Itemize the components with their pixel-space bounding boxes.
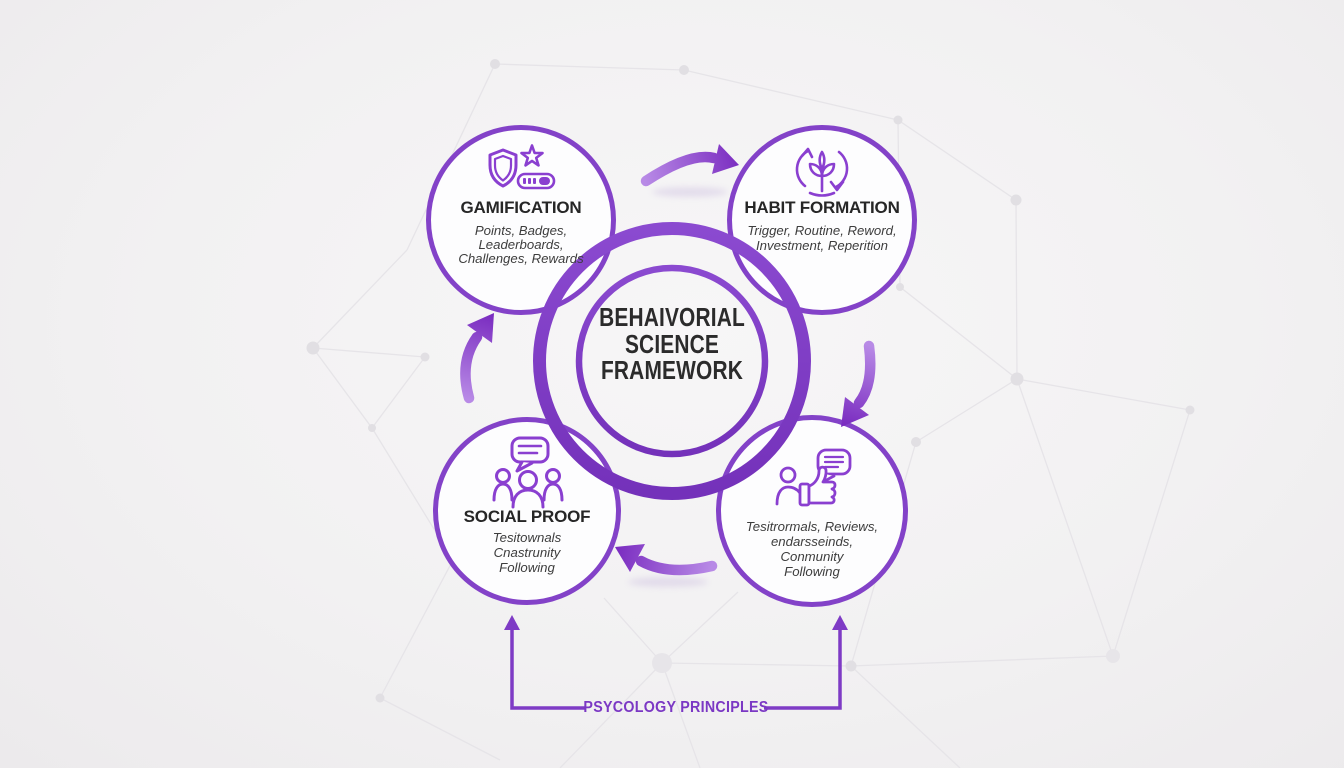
flow-arrow-bottom	[615, 544, 718, 576]
center-title-line: FRAMEWORK	[600, 357, 744, 385]
habit-formation-title: HABIT FORMATION	[744, 198, 900, 217]
background-network-mesh	[312, 63, 1191, 768]
testimonials-detail-line: Following	[784, 564, 840, 579]
gamification-circle	[426, 125, 616, 315]
growth-cycle-icon	[795, 147, 849, 197]
gamification-detail-line: Leaderboards,	[478, 236, 564, 252]
habit-formation-detail-line: Trigger, Routine, Reword,	[747, 223, 897, 238]
center-emblem-rings	[533, 222, 811, 500]
thumbs-up-review-icon	[775, 448, 852, 507]
center-emblem-title: BEHAIVORIAL SCIENCE FRAMEWORK	[541, 305, 803, 385]
social-proof-title: SOCIAL PROOF	[463, 507, 591, 526]
center-title-line: BEHAIVORIAL	[599, 304, 745, 332]
habit-formation-details: Trigger, Routine, Reword, Investment, Re…	[712, 223, 932, 253]
social-proof-detail-line: Following	[499, 560, 555, 575]
testimonials-detail-line: Tesitrormals, Reviews,	[745, 519, 879, 534]
shield-star-progress-icon	[488, 144, 556, 190]
testimonials-circle	[716, 415, 908, 607]
testimonials-detail-line: Conmunity	[780, 549, 844, 564]
flow-arrow-left	[460, 313, 494, 404]
flow-arrow-top	[640, 144, 739, 187]
testimonials-detail-line: endarsseinds,	[770, 534, 854, 549]
social-proof-details: Tesitownals Cnastrunity Following	[417, 530, 637, 575]
habit-formation-detail-line: Investment, Reperition	[756, 238, 888, 253]
social-proof-detail-line: Tesitownals	[492, 530, 562, 545]
psychology-principles-bracket	[504, 615, 848, 710]
habit-formation-circle	[727, 125, 917, 315]
gamification-detail-line: Challenges, Rewards	[458, 250, 584, 266]
center-title-line: SCIENCE	[624, 330, 720, 359]
psychology-principles-label: PSYCOLOGY PRINCIPLES	[583, 699, 769, 716]
gamification-detail-line: Points, Badges,	[474, 223, 568, 238]
gamification-title: GAMIFICATION	[460, 198, 582, 217]
flow-arrow-right	[841, 340, 876, 427]
social-proof-detail-line: Cnastrunity	[493, 545, 561, 560]
testimonials-details: Tesitrormals, Reviews, endarsseinds, Con…	[702, 519, 922, 579]
gamification-details: Points, Badges, Leaderboards, Challenges…	[411, 224, 631, 266]
social-proof-circle	[433, 417, 621, 605]
people-discussion-icon	[492, 436, 564, 509]
arrow-shadows	[628, 187, 728, 587]
